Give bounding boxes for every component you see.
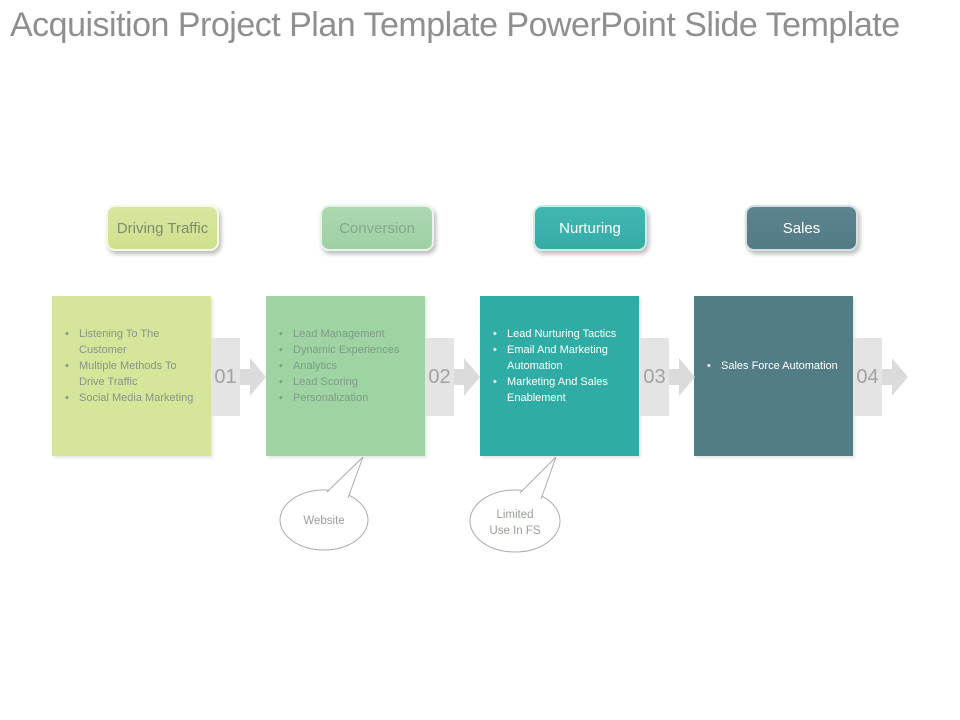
bullet-item: Email And Marketing Automation: [490, 342, 633, 374]
callout-limited-use: Limited Use In FS: [469, 456, 561, 553]
step-box-driving-traffic: Listening To The Customer Multiple Metho…: [52, 296, 211, 456]
step-box-nurturing: Lead Nurturing Tactics Email And Marketi…: [480, 296, 639, 456]
bullet-item: Social Media Marketing: [62, 390, 205, 406]
stage-label: Driving Traffic: [116, 219, 209, 237]
step-number-label: 02: [428, 365, 451, 388]
bullet-list: Lead Nurturing Tactics Email And Marketi…: [480, 296, 639, 406]
bullet-item: Listening To The Customer: [62, 326, 205, 358]
bullet-item: Dynamic Experiences: [276, 342, 419, 358]
stage-button-nurturing[interactable]: Nurturing: [533, 205, 647, 251]
bullet-list: Sales Force Automation: [694, 296, 853, 374]
step-number-02: 02: [425, 338, 454, 416]
stage-label: Conversion: [339, 219, 415, 237]
arrow-right-icon: [240, 358, 266, 396]
step-number-label: 01: [214, 365, 237, 388]
callout-tail: [327, 457, 363, 498]
stage-label: Nurturing: [559, 219, 621, 237]
slide-title: Acquisition Project Plan Template PowerP…: [10, 6, 900, 44]
callout-ellipse: [469, 489, 561, 553]
bullet-item: Lead Nurturing Tactics: [490, 326, 633, 342]
bullet-item: Lead Management: [276, 326, 419, 342]
callout-label: Website: [303, 515, 344, 527]
callout-tail-outline: [519, 456, 557, 500]
step-box-conversion: Lead Management Dynamic Experiences Anal…: [266, 296, 425, 456]
bullet-item: Analytics: [276, 358, 419, 374]
bullet-item: Personalization: [276, 390, 419, 406]
callout-website: Website: [279, 456, 369, 551]
bullet-list: Listening To The Customer Multiple Metho…: [52, 296, 211, 406]
step-number-label: 03: [643, 365, 666, 388]
bullet-item: Lead Scoring: [276, 374, 419, 390]
arrow-right-icon: [669, 358, 695, 396]
step-number-label: 04: [856, 365, 879, 388]
step-box-sales: Sales Force Automation: [694, 296, 853, 456]
stage-button-conversion[interactable]: Conversion: [320, 205, 434, 251]
stage-button-sales[interactable]: Sales: [745, 205, 858, 251]
step-number-03: 03: [640, 338, 669, 416]
step-number-04: 04: [853, 338, 882, 416]
callout-label-line2: Use In FS: [489, 525, 540, 537]
bullet-item: Sales Force Automation: [704, 358, 847, 374]
bullet-item: Marketing And Sales Enablement: [490, 374, 633, 406]
bullet-list: Lead Management Dynamic Experiences Anal…: [266, 296, 425, 406]
stage-label: Sales: [782, 219, 821, 237]
callout-tail-outline: [326, 456, 364, 499]
callout-bubbles: Website Limited Use In FS: [279, 456, 561, 553]
callout-ellipse: [279, 489, 369, 551]
callout-tail: [520, 457, 556, 499]
stage-button-driving-traffic[interactable]: Driving Traffic: [106, 205, 219, 251]
arrow-right-icon: [454, 358, 480, 396]
step-number-01: 01: [211, 338, 240, 416]
bullet-item: Multiple Methods To Drive Traffic: [62, 358, 205, 390]
callout-label-line1: Limited: [496, 509, 533, 521]
arrow-right-icon: [882, 358, 908, 396]
